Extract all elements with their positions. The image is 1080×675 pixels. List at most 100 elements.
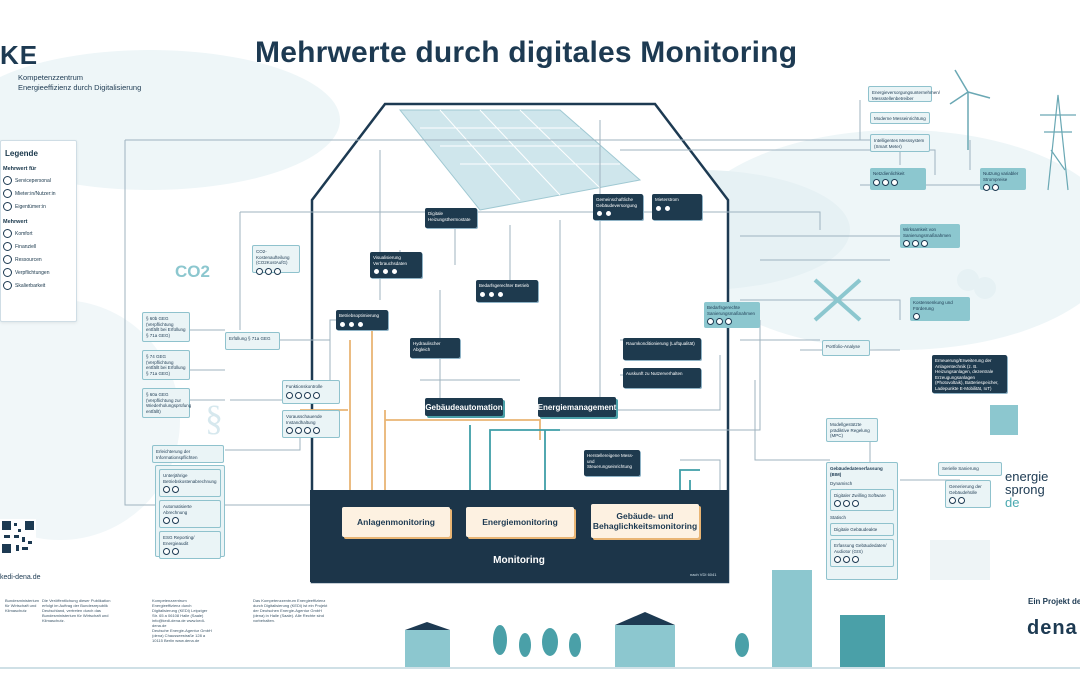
- legend-value-heading: Mehrwert: [3, 219, 28, 225]
- node-bedarfsgerechte-sanierung: Bedarfsgerechte Sanierungsmaßnahmen: [704, 302, 760, 328]
- node-generierung-gebaeudehuelle: Generierung der Gebäudehülle: [945, 480, 991, 508]
- legend-row: Eigentümer:in: [1, 198, 76, 211]
- node-raumkonditionierung: Raumkonditionierung (Luftqualität): [623, 338, 701, 360]
- legend-row: Finanziell: [1, 238, 76, 251]
- energiesprong-line-1: energie: [1005, 469, 1049, 484]
- comfort-icon: [3, 229, 12, 238]
- node-erneuerung-anlagentechnik: Erneuerung/Erweiterung der Anlagentechni…: [932, 355, 1007, 393]
- anlagenmonitoring-box: Anlagenmonitoring: [342, 507, 450, 537]
- legend-label: Eigentümer:in: [15, 203, 46, 210]
- page-title: Mehrwerte durch digitales Monitoring: [255, 36, 798, 69]
- node-unterjaehrige: Unterjährige Betriebskostenabrechnung: [159, 469, 221, 497]
- wrench-icon: [813, 278, 862, 322]
- node-co2-kosten: CO2-Kostenaufteilung (CO2KostAufG): [252, 245, 300, 275]
- footer-text-4: Das Kompetenzzentrum Energieeffizienz du…: [253, 598, 328, 623]
- node-modellgestuetzte-regelung: Modellgestützte prädiktive Regelung (MPC…: [826, 418, 878, 442]
- legend-row: Ressourcen: [1, 251, 76, 264]
- gebaeude-behaglichkeitsmonitoring-box: Gebäude- und Behaglichkeitsmonitoring: [591, 504, 699, 538]
- coin-icon: [3, 242, 12, 251]
- legend-row: Servicepersonal: [1, 172, 76, 185]
- dena-logo: dena: [1027, 617, 1078, 639]
- node-visualisierung: Visualisierung Verbrauchsdaten: [370, 252, 422, 278]
- coin-icon: [974, 277, 996, 299]
- node-herstellereigene: Herstellereigene Mess- und Steuerungsein…: [584, 450, 640, 476]
- node-geg-74: § 74 GEG (Verpflichtung entfällt bei Erf…: [142, 350, 190, 380]
- energiemanagement-box: Energiemanagement: [538, 397, 616, 417]
- energiesprong-logo: energie sprong de: [1005, 470, 1048, 509]
- node-energieversorger: Energieversorgungsunternehmen/ Messstell…: [868, 86, 940, 102]
- legend-row: Komfort: [1, 225, 76, 238]
- node-geg-60a: § 60a GEG (Verpflichtung zur Wiederholun…: [142, 388, 191, 418]
- group-abrechnung: Unterjährige Betriebskostenabrechnung Au…: [155, 465, 225, 559]
- legend-benefit-heading: Mehrwert für: [3, 166, 37, 172]
- node-wirksamkeit: Wirksamkeit von Sanierungsmaßnahmen: [900, 224, 960, 248]
- battery-icon: [990, 405, 1018, 435]
- legend-label: Servicepersonal: [15, 177, 51, 184]
- monitoring-note: nach VDI 6041: [690, 572, 717, 577]
- node-moderne-messeinrichtung: Moderne Messeinrichtung: [870, 112, 930, 124]
- node-funktionskontrolle: Funktionskontrolle: [282, 380, 340, 404]
- node-automatisierte: Automatisierte Abrechnung: [159, 500, 221, 528]
- leaf-icon: [3, 255, 12, 264]
- node-variable-strompreise: Nutzung variabler Strompreise: [980, 168, 1026, 191]
- gebaeudeautomation-box: Gebäudeautomation: [425, 398, 503, 416]
- logo-line-2: Energieeffizienz durch Digitalisierung: [18, 83, 142, 92]
- legend-label: Verpflichtungen: [15, 269, 50, 276]
- group-gebaeudedatenerfassung: Gebäudedatenerfassung (BIM) Dynamisch Di…: [826, 462, 898, 580]
- legend-label: Komfort: [15, 230, 33, 237]
- solar-panel-grid: [420, 109, 620, 201]
- legend-row: Skalierbarkeit: [1, 277, 76, 290]
- legend-label: Ressourcen: [15, 256, 42, 263]
- wrench-icon: [3, 176, 12, 185]
- scale-icon: [3, 281, 12, 290]
- node-esg: ESG Reporting/ Energieaudit: [159, 531, 221, 559]
- footer-text-3: Deutsche Energie-Agentur GmbH (dena) Cha…: [152, 628, 212, 643]
- legend-label: Mieter:in/Nutzer:in: [15, 190, 56, 197]
- node-gemeinschaftliche-versorgung: Gemeinschaftliche Gebäudeversorgung: [593, 194, 643, 220]
- ein-projekt-label: Ein Projekt der: [1028, 597, 1080, 606]
- label-dynamisch: Dynamisch: [830, 481, 853, 486]
- footer-text-1: Die Veröffentlichung dieser Publikation …: [42, 598, 111, 623]
- node-erleichterung: Erleichterung der Informationspflichten: [152, 445, 224, 463]
- legend-title: Legende: [5, 149, 38, 158]
- node-auskunft-nutzerverhalten: Auskunft zu Nutzerverhalten: [623, 368, 701, 388]
- solar-panel: [398, 109, 642, 211]
- legend-panel: Legende Mehrwert für Servicepersonal Mie…: [0, 140, 77, 322]
- legend-row: Mieter:in/Nutzer:in: [1, 185, 76, 198]
- node-netzdienlichkeit: Netzdienlichkeit: [870, 168, 926, 190]
- energiemonitoring-box: Energiemonitoring: [466, 507, 574, 537]
- user-icon: [3, 189, 12, 198]
- node-vorausschauende-instandhaltung: Vorausschauende Instandhaltung: [282, 410, 340, 438]
- node-digitale-heizungsthermostate: Digitale Heizungsthermostate: [425, 208, 477, 228]
- node-intelligentes-messsystem: Intelligentes Messsystem (Smart Meter): [870, 134, 930, 152]
- monitoring-label: Monitoring: [493, 555, 545, 566]
- logo-subtitle: Kompetenzzentrum Energieeffizienz durch …: [18, 73, 141, 93]
- city-skyline: [405, 540, 990, 668]
- paragraph-icon: [3, 268, 12, 277]
- energiesprong-line-2: sprong: [1005, 482, 1045, 497]
- energiesprong-line-3: de: [1005, 495, 1020, 510]
- node-erfuellung-geg: Erfüllung § 71a GEG: [225, 332, 280, 350]
- node-kostensenkung: Kostensenkung und Förderung: [910, 297, 970, 321]
- node-mieterstrom: Mieterstrom: [652, 194, 702, 220]
- paragraph-icon: §: [205, 398, 223, 438]
- node-bedarfsgerechter-betrieb: Bedarfsgerechter Betrieb: [476, 280, 538, 302]
- node-erfassung-gebaeudedaten: Erfassung Gebäudedaten/ Audiotor (GIS): [830, 539, 894, 567]
- legend-row: Verpflichtungen: [1, 264, 76, 277]
- legend-label: Skalierbarkeit: [15, 282, 46, 289]
- co2-icon: CO2: [175, 262, 210, 281]
- coin-icon: [957, 269, 979, 291]
- node-gebaeudedatenerfassung: Gebäudedatenerfassung (BIM): [830, 466, 883, 477]
- footer-text-2: Kompetenzzentrum Energieeffizienz durch …: [152, 598, 208, 628]
- wind-turbine: [949, 69, 991, 150]
- website-url: kedi-dena.de: [0, 574, 41, 581]
- node-hydraulischer-abgleich: Hydraulischer Abgleich: [410, 338, 460, 358]
- qr-code-icon: [0, 519, 36, 555]
- node-serielle-sanierung: Serielle Sanierung: [938, 462, 1002, 476]
- cloud-shape: [0, 50, 340, 190]
- node-digitale-gebaeudeakte: Digitale Gebäudeakte: [830, 522, 894, 536]
- cloud-shape: [0, 300, 180, 540]
- house-icon: [3, 202, 12, 211]
- label-statisch: Statisch: [830, 515, 847, 520]
